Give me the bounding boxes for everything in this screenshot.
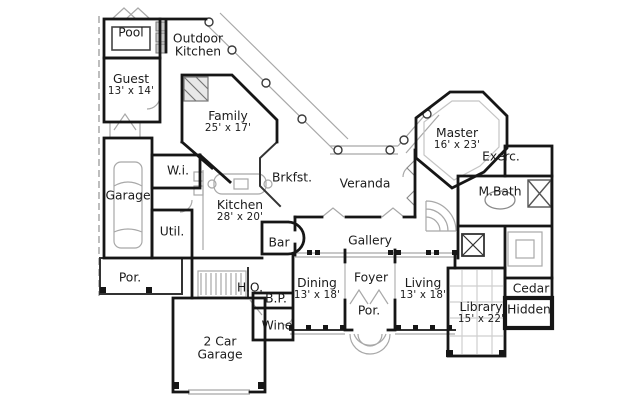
- room-label-wine: Wine: [261, 318, 293, 333]
- room-label-butlers-pantry: B.P.: [265, 291, 287, 306]
- shower-icon: [527, 179, 552, 208]
- room-label-cedar: Cedar: [512, 281, 550, 296]
- bathtub-icon: [484, 190, 516, 210]
- room-label-veranda: Veranda: [339, 176, 391, 191]
- room-label-porch-entry: Por.: [357, 303, 381, 318]
- room-label-walk-in-closet: W.i.: [167, 163, 189, 178]
- room-label-gallery: Gallery: [348, 233, 392, 248]
- room-label-master-bath: M.Bath: [478, 184, 522, 199]
- room-label-bar: Bar: [268, 235, 290, 250]
- room-label-foyer: Foyer: [353, 270, 389, 285]
- elevator-icon: [461, 233, 485, 257]
- room-label-hidden: Hidden: [507, 302, 551, 317]
- walls-layer: [102, 17, 555, 394]
- detail-layer: [109, 7, 543, 395]
- room-label-breakfast: Brkfst.: [271, 170, 313, 185]
- secondary-walls-layer: [99, 140, 456, 331]
- room-label-porch-left: Por.: [118, 270, 142, 285]
- porch-posts: [100, 250, 506, 389]
- fireplace-icon: [183, 76, 209, 102]
- room-label-home-office: H.O.: [236, 280, 264, 295]
- room-label-exercise: Exerc.: [482, 149, 520, 164]
- room-label-utility: Util.: [159, 224, 185, 239]
- room-label-pool: Pool: [118, 25, 144, 40]
- room-label-garage: Garage: [105, 188, 151, 203]
- pergola-columns: [204, 17, 432, 155]
